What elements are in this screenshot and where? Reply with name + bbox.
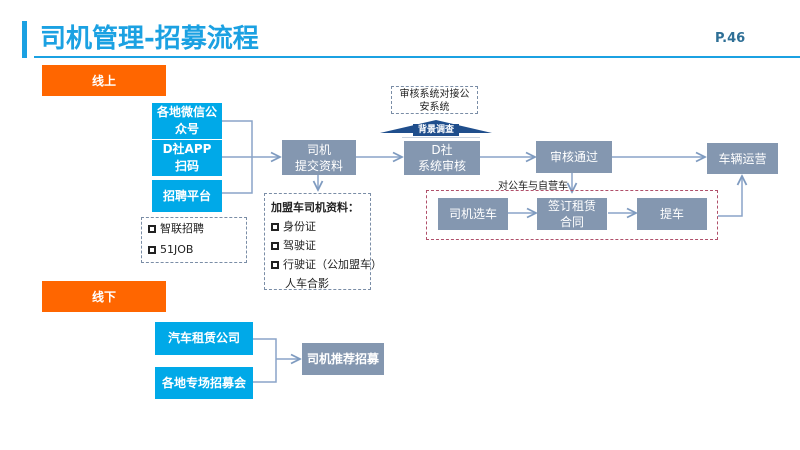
sign-lease-step[interactable]: 签订租赁 合同	[537, 198, 607, 230]
police-line1: 审核系统对接公	[399, 89, 470, 100]
doc-extra: 人车合影	[285, 277, 329, 290]
title-accent-bar	[22, 21, 27, 58]
title-underline	[34, 56, 800, 58]
approved-step[interactable]: 审核通过	[536, 141, 612, 173]
arrow-branch-to-operation	[718, 176, 742, 217]
background-check-label: 背景调查	[413, 124, 459, 136]
source-app[interactable]: D社APP 扫码	[152, 140, 222, 176]
police-line2: 安系统	[419, 102, 450, 113]
source-wechat[interactable]: 各地微信公 众号	[152, 103, 222, 139]
review-line1: D社	[431, 143, 453, 157]
page-title: 司机管理-招募流程	[40, 24, 259, 54]
submit-line2: 提交资料	[294, 158, 343, 173]
vehicle-operation-step[interactable]: 车辆运营	[707, 143, 778, 174]
branch-container	[426, 190, 718, 240]
connector-wechat	[222, 120, 253, 157]
source-recruitment-fair[interactable]: 各地专场招募会	[155, 367, 253, 399]
lease-line1: 签订租赁	[547, 199, 596, 213]
select-car-step[interactable]: 司机选车	[438, 198, 508, 230]
branch-label: 对公车与自营车	[498, 181, 568, 192]
pickup-step[interactable]: 提车	[637, 198, 707, 230]
police-system-note: 审核系统对接公 安系统	[391, 86, 478, 114]
docs-title: 加盟车司机资料：	[271, 201, 359, 214]
online-label: 线上	[42, 65, 166, 96]
source-wechat-line2: 众号	[174, 122, 199, 136]
checkbox-icon	[271, 261, 279, 269]
connector-rental	[253, 338, 277, 383]
checkbox-icon	[148, 246, 156, 254]
checkbox-icon	[271, 242, 279, 250]
doc-item: 行驶证（公加盟车）	[271, 255, 382, 274]
divider	[402, 137, 480, 138]
lease-line2: 合同	[559, 215, 584, 229]
platform-list: 智联招聘 51JOB	[141, 217, 247, 263]
submit-docs-step[interactable]: 司机 提交资料	[282, 140, 356, 175]
source-app-line1: D社APP	[162, 142, 212, 156]
submit-line1: 司机	[306, 142, 331, 157]
source-wechat-line1: 各地微信公	[156, 105, 217, 119]
source-platform[interactable]: 招聘平台	[152, 180, 222, 212]
required-docs-list: 加盟车司机资料： 身份证 驾驶证 行驶证（公加盟车） 人车合影	[264, 193, 382, 290]
source-app-line2: 扫码	[174, 159, 199, 173]
connector-platform	[222, 157, 253, 194]
source-rental-company[interactable]: 汽车租赁公司	[155, 322, 253, 355]
system-review-step[interactable]: D社 系统审核	[404, 141, 480, 175]
doc-item: 驾驶证	[271, 236, 370, 255]
referral-step[interactable]: 司机推荐招募	[302, 343, 384, 375]
checkbox-icon	[148, 225, 156, 233]
page-number: P.46	[715, 31, 746, 46]
doc-item: 身份证	[271, 217, 370, 236]
checkbox-icon	[271, 223, 279, 231]
platform-item: 智联招聘	[148, 218, 246, 239]
review-line2: 系统审核	[417, 159, 466, 173]
offline-label: 线下	[42, 281, 166, 312]
platform-item: 51JOB	[148, 239, 246, 260]
